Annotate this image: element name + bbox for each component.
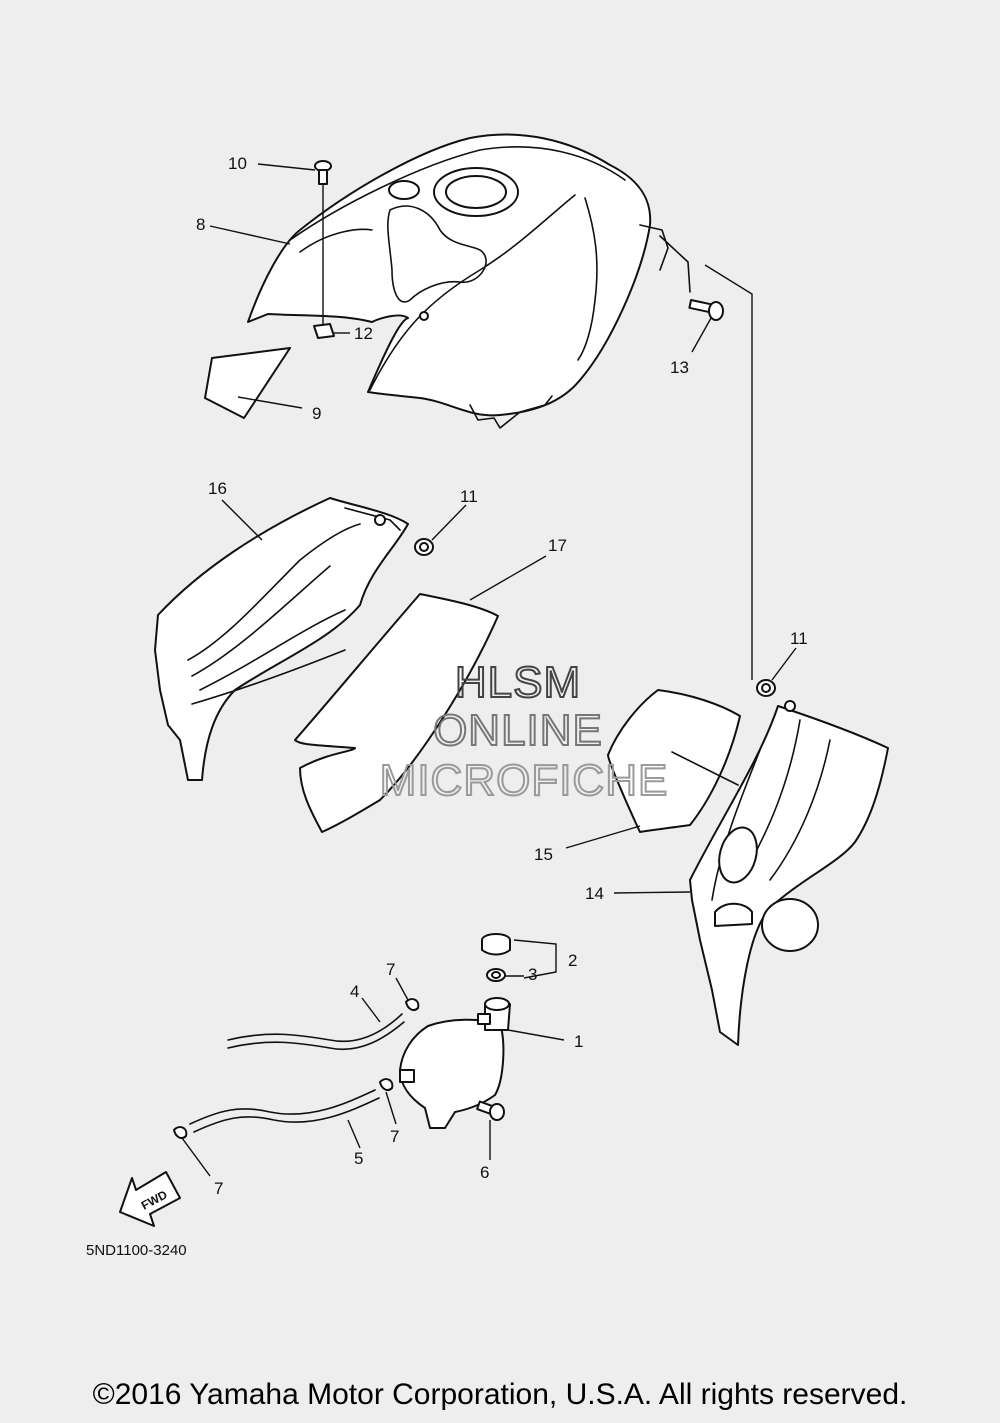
nut-part-12 (313, 323, 335, 339)
panel-part-15 (607, 689, 741, 833)
cap-part-2 (481, 933, 511, 956)
diagram-code: 5ND1100-3240 (86, 1242, 187, 1259)
grommet-part-11-lower (756, 679, 776, 697)
callout-7-lower: 7 (214, 1179, 223, 1198)
callout-16: 16 (208, 479, 227, 498)
callout-1: 1 (574, 1032, 583, 1051)
washer-part-3 (486, 968, 506, 982)
callout-11-lower: 11 (790, 629, 808, 648)
side-cover-left-part-16 (154, 497, 409, 781)
callout-15: 15 (534, 845, 553, 864)
callout-10: 10 (228, 154, 247, 173)
callout-7-middle: 7 (390, 1127, 399, 1146)
hose-part-5 (189, 1089, 380, 1133)
callout-17: 17 (548, 536, 567, 555)
hose-part-4 (227, 1013, 405, 1050)
screw-part-10 (314, 160, 332, 330)
callout-7-upper: 7 (386, 960, 395, 979)
side-cover-right-part-14 (689, 700, 889, 1046)
sticker-part-9 (204, 347, 291, 419)
watermark-line-1: HLSM (455, 658, 581, 707)
inner-panel-part-17 (294, 593, 499, 833)
callout-5: 5 (354, 1149, 363, 1168)
forward-arrow-icon: FWD (119, 1171, 181, 1227)
tank-cover-part-8 (247, 133, 691, 429)
reservoir-tank-part-1 (399, 997, 511, 1129)
callout-14: 14 (585, 884, 604, 903)
copyright-notice: ©2016 Yamaha Motor Corporation, U.S.A. A… (92, 1378, 908, 1411)
clamp-part-7-upper (405, 998, 420, 1011)
callout-8: 8 (196, 215, 205, 234)
watermark: HLSM ONLINE MICROFICHE (379, 657, 669, 806)
clamp-part-7-lower (173, 1126, 188, 1139)
watermark-line-3: MICROFICHE (380, 756, 669, 805)
callout-2: 2 (568, 951, 577, 970)
callout-numbers: 1 2 3 4 5 6 7 7 7 8 9 10 11 11 12 13 14 … (196, 154, 808, 1198)
leader-lines (181, 163, 797, 1177)
clamp-part-7-middle (379, 1078, 394, 1091)
callout-6: 6 (480, 1163, 489, 1182)
callout-9: 9 (312, 404, 321, 423)
watermark-line-2: ONLINE (433, 706, 603, 755)
bolt-part-13 (688, 299, 724, 321)
callout-12: 12 (354, 324, 373, 343)
callout-13: 13 (670, 358, 689, 377)
callout-11-upper: 11 (460, 487, 478, 506)
bolt-part-6 (476, 1100, 505, 1121)
callout-4: 4 (350, 982, 359, 1001)
grommet-part-11-upper (414, 538, 434, 556)
callout-3: 3 (528, 965, 537, 984)
